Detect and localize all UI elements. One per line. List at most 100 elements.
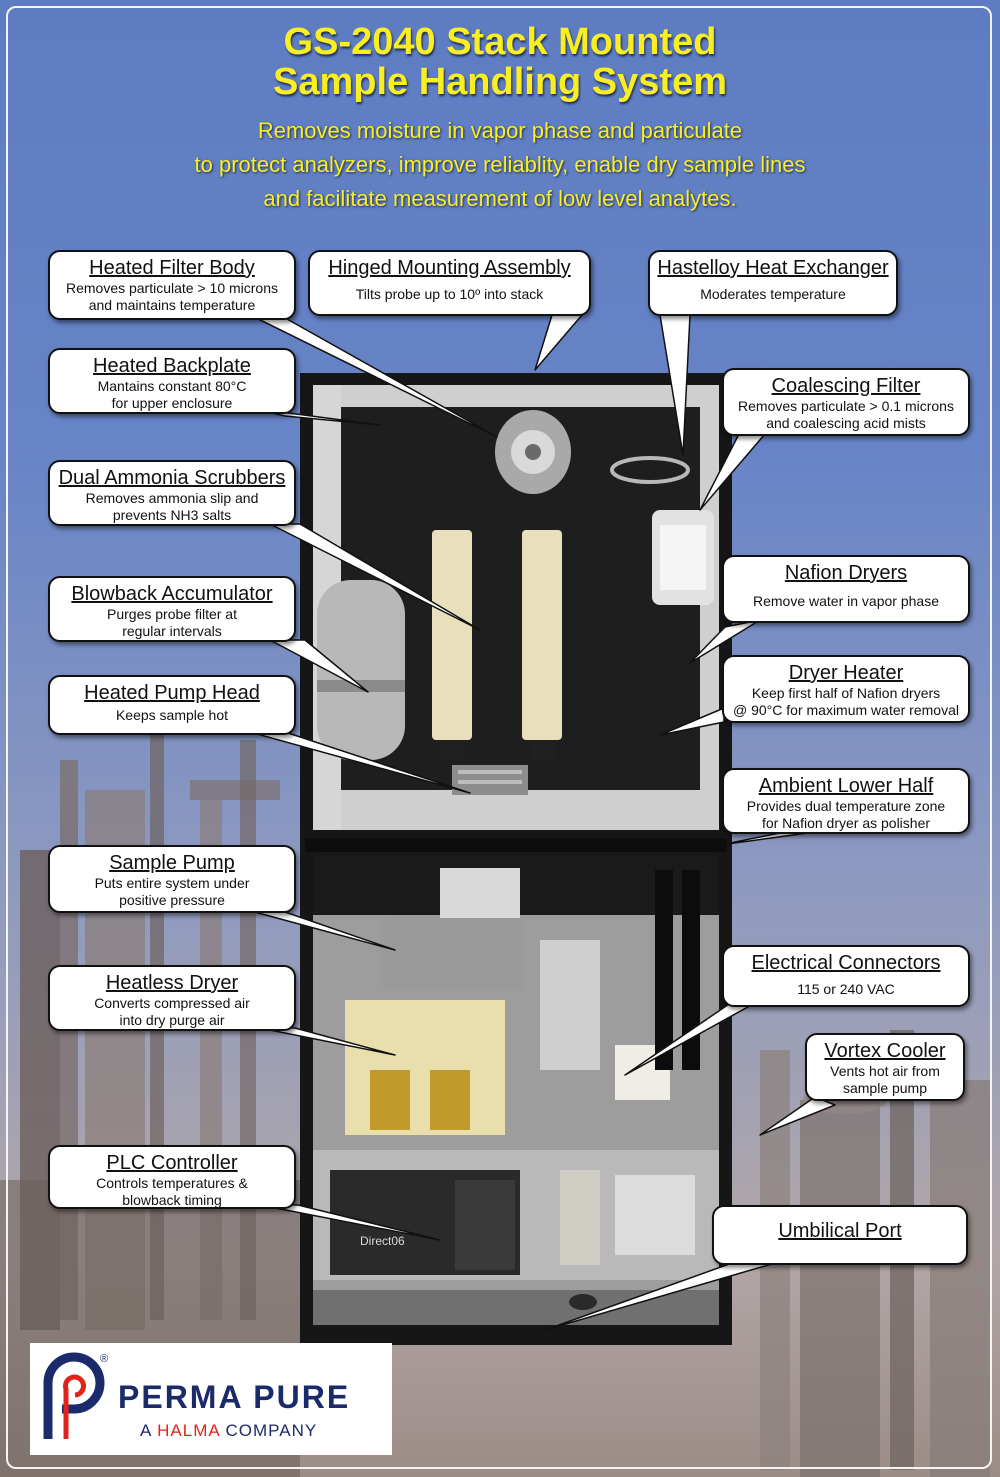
pointer-sample-pump	[239, 907, 396, 951]
plc-brand-label: Direct06	[360, 1234, 405, 1248]
subtitle-line2: to protect analyzers, improve reliablity…	[194, 152, 806, 177]
callout-dual-ammonia-scrubbers: Dual Ammonia Scrubbers Removes ammonia s…	[48, 460, 296, 526]
ambient-lower-half-line2: for Nafion dryer as polisher	[761, 815, 931, 831]
pointer-heatless-dryer	[254, 1026, 396, 1056]
callout-plc-controller: PLC Controller Controls temperatures & b…	[48, 1145, 296, 1209]
pointer-ammonia-scrubbers	[269, 523, 481, 631]
heated-pump-head-graphic	[452, 765, 528, 795]
coalescing-filter-title: Coalescing Filter	[771, 375, 921, 397]
callout-heated-filter-body: Heated Filter Body Removes particulate >…	[48, 250, 296, 320]
nafion-tubes-graphic	[655, 870, 700, 1070]
dryer-heater-title: Dryer Heater	[788, 662, 904, 684]
electrical-connectors-line1: 115 or 240 VAC	[797, 981, 895, 997]
heated-pump-head-line1: Keeps sample hot	[115, 707, 229, 723]
dryer-heater-line1: Keep first half of Nafion dryers	[751, 685, 941, 701]
callout-nafion-dryers: Nafion Dryers Remove water in vapor phas…	[722, 555, 970, 623]
perma-pure-logo: ® PERMA PURE A HALMA COMPANY	[30, 1343, 392, 1455]
pointer-dryer-heater	[659, 707, 725, 736]
sample-pump-line1: Puts entire system under	[94, 875, 250, 891]
sample-pump-graphic	[380, 868, 525, 990]
ambient-lower-half-title: Ambient Lower Half	[758, 775, 934, 797]
heated-backplate-line1: Mantains constant 80°C	[97, 378, 247, 394]
page-title-line1: GS-2040 Stack Mounted	[283, 21, 717, 63]
page-title-line2: Sample Handling System	[272, 61, 727, 103]
nafion-dryers-title: Nafion Dryers	[784, 562, 908, 584]
plc-controller-line1: Controls temperatures &	[96, 1175, 248, 1191]
coalescing-filter-line2: and coalescing acid mists	[766, 415, 926, 431]
pointer-coalescing-filter	[699, 431, 766, 511]
plc-controller-graphic	[330, 1170, 695, 1275]
blowback-line2: regular intervals	[122, 623, 222, 639]
heatless-dryer-line2: into dry purge air	[119, 1012, 225, 1028]
dryer-heater-line2: @ 90°C for maximum water removal	[733, 702, 959, 718]
callout-umbilical-port: Umbilical Port	[712, 1205, 968, 1265]
plc-controller-line2: blowback timing	[122, 1192, 222, 1208]
pointer-nafion-dryers	[689, 619, 761, 664]
ammonia-scrubbers-line2: prevents NH3 salts	[112, 507, 232, 523]
callout-dryer-heater: Dryer Heater Keep first half of Nafion d…	[722, 655, 970, 723]
ambient-lower-half-line1: Provides dual temperature zone	[746, 798, 946, 814]
pointer-plc-controller	[259, 1204, 441, 1241]
callout-heatless-dryer: Heatless Dryer Converts compressed air i…	[48, 965, 296, 1031]
plc-controller-title: PLC Controller	[106, 1152, 238, 1174]
callout-hinged-mounting-assembly: Hinged Mounting Assembly Tilts probe up …	[308, 250, 591, 316]
logo-company-name: PERMA PURE	[118, 1379, 351, 1415]
umbilical-port-graphic	[569, 1294, 597, 1310]
registered-mark: ®	[100, 1353, 109, 1365]
sample-pump-line2: positive pressure	[119, 892, 225, 908]
pointer-hastelloy	[659, 314, 691, 456]
perma-pure-mark	[43, 1352, 105, 1439]
heated-filter-body-title: Heated Filter Body	[89, 257, 255, 279]
callout-blowback-accumulator: Blowback Accumulator Purges probe filter…	[48, 576, 296, 642]
electrical-connectors-title: Electrical Connectors	[751, 952, 941, 974]
logo-tagline-a: A	[140, 1421, 152, 1440]
hastelloy-title: Hastelloy Heat Exchanger	[657, 257, 889, 279]
hinged-mounting-line1: Tilts probe up to 10º into stack	[355, 286, 544, 302]
subtitle-line1: Removes moisture in vapor phase and part…	[257, 118, 743, 143]
pointer-vortex-cooler	[759, 1096, 836, 1136]
umbilical-port-title: Umbilical Port	[778, 1220, 902, 1242]
callout-ambient-lower-half: Ambient Lower Half Provides dual tempera…	[722, 768, 970, 834]
heated-backplate-line2: for upper enclosure	[111, 395, 233, 411]
hastelloy-line1: Moderates temperature	[700, 286, 846, 302]
callout-heated-pump-head: Heated Pump Head Keeps sample hot	[48, 675, 296, 735]
subtitle-line3: and facilitate measurement of low level …	[263, 186, 737, 211]
vortex-cooler-title: Vortex Cooler	[824, 1040, 946, 1062]
hastelloy-coil-graphic	[610, 456, 690, 484]
heatless-dryer-graphic	[345, 1000, 505, 1135]
heated-filter-body-line1: Removes particulate > 10 microns	[65, 280, 279, 296]
heated-backplate-title: Heated Backplate	[93, 355, 251, 377]
hinged-mounting-title: Hinged Mounting Assembly	[328, 257, 571, 279]
pointer-heated-pump-head	[249, 731, 471, 794]
logo-tagline: A HALMA COMPANY	[140, 1421, 317, 1441]
callout-vortex-cooler: Vortex Cooler Vents hot air from sample …	[805, 1033, 965, 1101]
callout-sample-pump: Sample Pump Puts entire system under pos…	[48, 845, 296, 913]
pointer-electrical-connectors	[624, 999, 756, 1076]
logo-tagline-company: COMPANY	[225, 1421, 318, 1440]
page-frame	[6, 6, 992, 1469]
blowback-title: Blowback Accumulator	[71, 583, 273, 605]
sample-pump-title: Sample Pump	[109, 852, 235, 874]
heated-filter-body-graphic	[495, 410, 571, 494]
callout-heated-backplate: Heated Backplate Mantains constant 80°C …	[48, 348, 296, 414]
blowback-line1: Purges probe filter at	[107, 606, 237, 622]
heated-filter-body-line2: and maintains temperature	[88, 297, 256, 313]
heatless-dryer-line1: Converts compressed air	[94, 995, 250, 1011]
logo-tagline-halma: HALMA	[157, 1421, 220, 1440]
ammonia-scrubbers-line1: Removes ammonia slip and	[85, 490, 259, 506]
heated-pump-head-title: Heated Pump Head	[84, 682, 260, 704]
nafion-dryers-line1: Remove water in vapor phase	[753, 593, 939, 609]
coalescing-filter-graphic	[652, 510, 714, 605]
callout-hastelloy-heat-exchanger: Hastelloy Heat Exchanger Moderates tempe…	[648, 250, 898, 316]
ammonia-scrubbers-graphic	[432, 530, 562, 760]
coalescing-filter-line1: Removes particulate > 0.1 microns	[738, 398, 954, 414]
vortex-cooler-line1: Vents hot air from	[830, 1063, 940, 1079]
ammonia-scrubbers-title: Dual Ammonia Scrubbers	[58, 467, 286, 489]
pointer-hinged-mounting	[534, 314, 583, 371]
heatless-dryer-title: Heatless Dryer	[105, 972, 239, 994]
blowback-accumulator-graphic	[317, 580, 405, 760]
callout-coalescing-filter: Coalescing Filter Removes particulate > …	[722, 368, 970, 436]
vortex-cooler-line2: sample pump	[842, 1080, 928, 1096]
callout-electrical-connectors: Electrical Connectors 115 or 240 VAC	[722, 945, 970, 1007]
